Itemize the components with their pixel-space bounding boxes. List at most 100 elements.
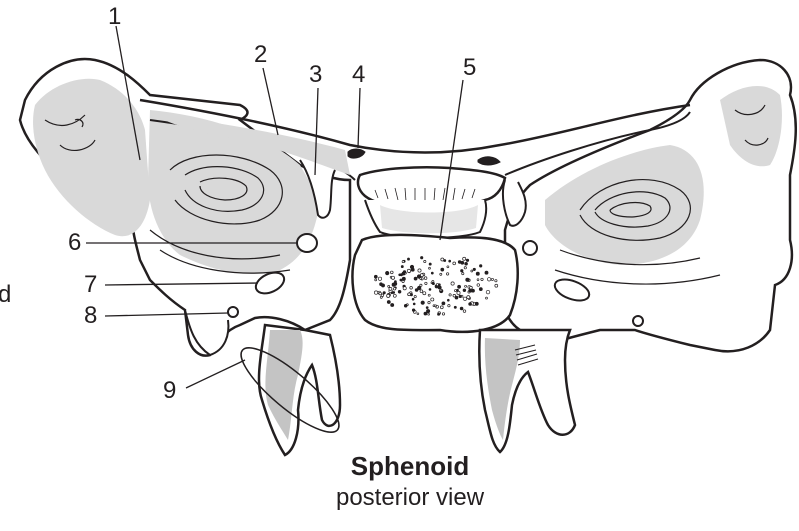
leader-line-4 bbox=[358, 88, 360, 148]
spongy-dot bbox=[449, 294, 451, 296]
spongy-dot bbox=[383, 292, 385, 294]
spongy-dot bbox=[403, 271, 406, 274]
label-9: 9 bbox=[163, 377, 176, 404]
spongy-dot bbox=[459, 295, 462, 298]
spongy-dot bbox=[463, 289, 466, 292]
spongy-dot bbox=[413, 303, 415, 305]
spongy-dot bbox=[387, 294, 390, 297]
spongy-dot bbox=[391, 303, 394, 306]
spongy-dot bbox=[441, 258, 444, 261]
spongy-dot bbox=[428, 294, 430, 296]
spongy-dot bbox=[394, 282, 397, 285]
spongy-dot bbox=[473, 268, 475, 270]
spongy-dot bbox=[412, 298, 414, 300]
spongy-dot bbox=[412, 309, 415, 312]
spongy-dot bbox=[403, 287, 406, 290]
spongy-dot bbox=[423, 292, 426, 295]
spongy-dot bbox=[420, 256, 422, 258]
spongy-dot bbox=[407, 258, 409, 260]
spongy-dot bbox=[438, 286, 441, 289]
spongy-dot bbox=[435, 305, 437, 307]
spongy-dot bbox=[465, 285, 467, 287]
label-8: 8 bbox=[84, 302, 97, 329]
spongy-dot bbox=[464, 267, 466, 269]
spongy-dot bbox=[391, 292, 393, 294]
spongy-dot bbox=[426, 307, 428, 309]
spongy-dot bbox=[462, 272, 464, 274]
spongy-dot bbox=[479, 288, 482, 291]
spongy-dot bbox=[463, 297, 467, 301]
spongy-dot bbox=[451, 282, 454, 285]
spongy-dot bbox=[469, 303, 472, 306]
spongy-dot bbox=[453, 262, 456, 265]
left-foramen-rotundum bbox=[297, 234, 317, 252]
spongy-dot bbox=[429, 288, 431, 290]
spongy-dot bbox=[487, 278, 490, 281]
spongy-dot bbox=[399, 274, 401, 276]
spongy-dot bbox=[476, 272, 479, 275]
spongy-dot bbox=[425, 282, 427, 284]
spongy-dot bbox=[387, 300, 390, 303]
spongy-dot bbox=[454, 306, 456, 308]
caption-title: Sphenoid bbox=[300, 450, 520, 482]
spongy-dot bbox=[457, 289, 459, 291]
spongy-dot bbox=[429, 263, 431, 265]
spongy-dot bbox=[379, 292, 382, 295]
spongy-dot bbox=[481, 278, 483, 280]
spongy-dot bbox=[442, 313, 444, 315]
spongy-dot bbox=[407, 269, 410, 272]
spongy-dot bbox=[402, 277, 405, 280]
spongy-dot bbox=[398, 290, 401, 293]
spongy-dot bbox=[378, 277, 381, 280]
left-foramen-spinosum bbox=[228, 307, 238, 317]
label-7: 7 bbox=[84, 271, 97, 298]
spongy-dot bbox=[414, 277, 417, 280]
spongy-dot bbox=[495, 280, 497, 282]
spongy-dot bbox=[417, 313, 419, 315]
spongy-dot bbox=[471, 270, 473, 272]
spongy-dot bbox=[402, 261, 404, 263]
spongy-dot bbox=[385, 271, 388, 274]
spongy-dot bbox=[442, 302, 445, 305]
spongy-dot bbox=[438, 284, 440, 286]
spongy-dot bbox=[380, 296, 382, 298]
right-anterior-clinoid bbox=[503, 180, 526, 226]
spongy-dot bbox=[449, 260, 451, 262]
spongy-dot bbox=[491, 278, 493, 280]
spongy-dot bbox=[460, 307, 463, 310]
spongy-dot bbox=[428, 313, 430, 315]
spongy-dot bbox=[408, 293, 411, 296]
right-foramen-rotundum bbox=[523, 241, 537, 255]
spongy-dot bbox=[429, 267, 431, 269]
spongy-dot bbox=[479, 265, 481, 267]
label-3: 3 bbox=[309, 61, 322, 88]
spongy-dot bbox=[400, 279, 402, 281]
spongy-dot bbox=[495, 284, 498, 287]
label-6: 6 bbox=[68, 229, 81, 256]
spongy-dot bbox=[458, 285, 461, 288]
spongy-dot bbox=[447, 266, 449, 268]
spongy-dot bbox=[440, 289, 442, 291]
spongy-dot bbox=[477, 284, 480, 287]
spongy-dot bbox=[463, 310, 466, 313]
leader-line-9 bbox=[186, 360, 245, 388]
label-5: 5 bbox=[463, 54, 476, 81]
spongy-dot bbox=[448, 305, 450, 307]
spongy-dot bbox=[475, 302, 478, 305]
spongy-dot bbox=[391, 276, 394, 279]
left-optic-dark bbox=[348, 149, 365, 158]
spongy-dot bbox=[446, 273, 448, 275]
spongy-dot bbox=[465, 262, 468, 265]
caption-subtitle: posterior view bbox=[300, 482, 520, 514]
spongy-dot bbox=[418, 269, 421, 272]
spongy-dot bbox=[432, 283, 434, 285]
spongy-dot bbox=[375, 279, 377, 281]
spongy-dot bbox=[401, 266, 403, 268]
edge-text-fragment: d bbox=[0, 281, 11, 308]
spongy-dot bbox=[486, 290, 490, 294]
spongy-dot bbox=[426, 309, 429, 312]
spongy-dot bbox=[428, 301, 430, 303]
spongy-dot bbox=[417, 275, 420, 278]
spongy-dot bbox=[374, 275, 377, 278]
